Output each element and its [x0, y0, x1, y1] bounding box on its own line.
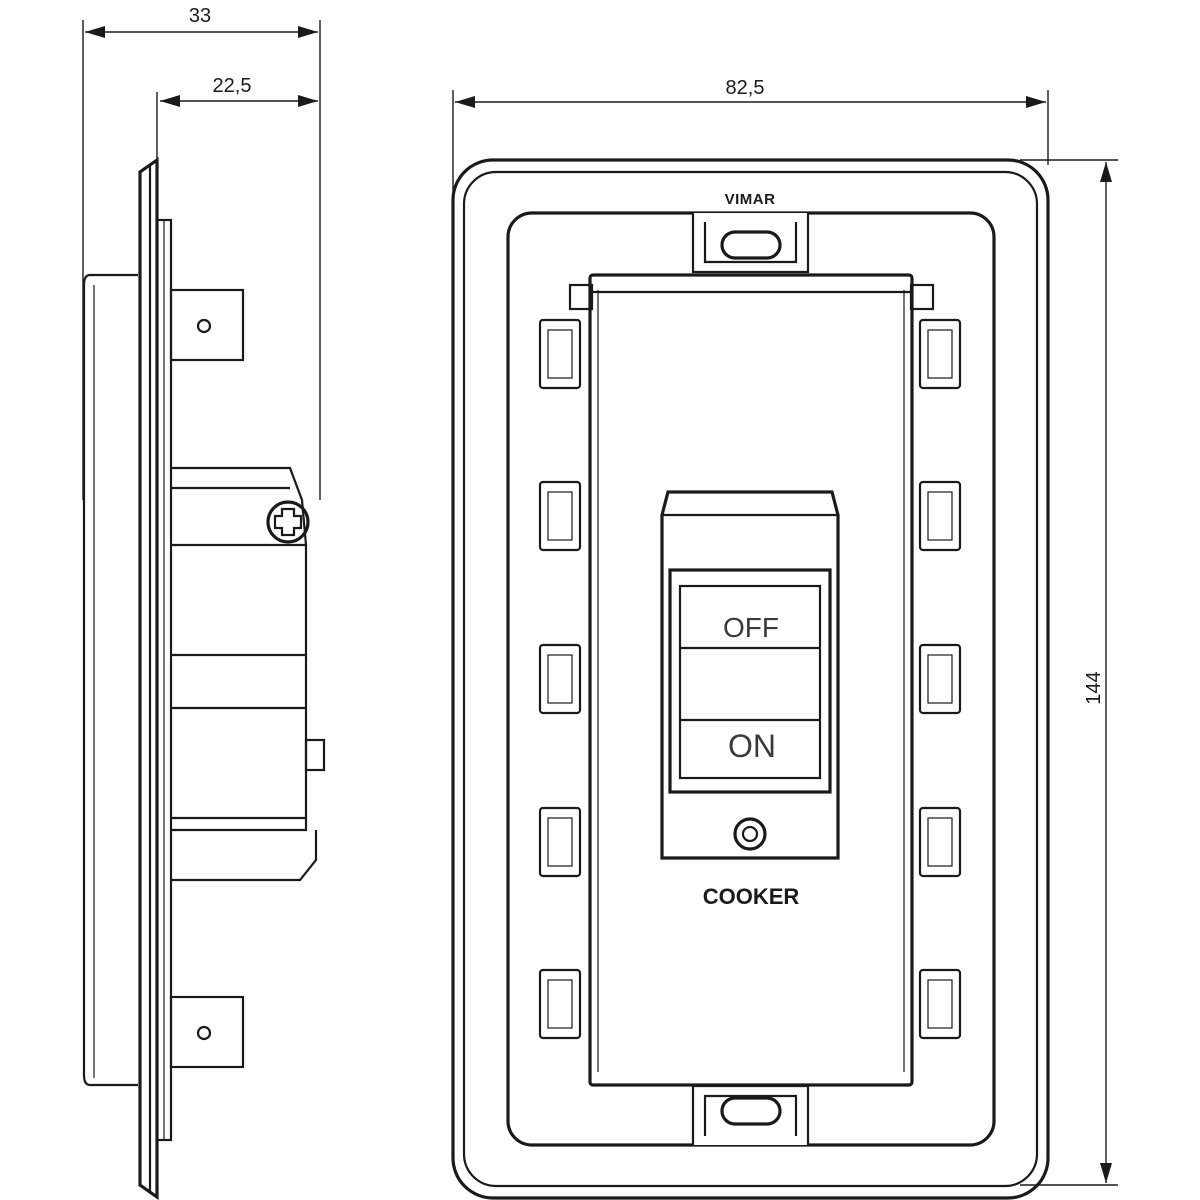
right-clip-column — [918, 318, 962, 1040]
tab-hole — [196, 318, 212, 334]
module-ear-left — [568, 283, 594, 311]
arrow-head — [298, 26, 318, 38]
bracket-inner — [703, 1094, 798, 1136]
side-plate-face — [138, 156, 159, 1200]
dimension-label-22-5: 22,5 — [213, 75, 252, 97]
dimension-label-82-5: 82,5 — [726, 77, 765, 99]
side-mechanism-body — [171, 466, 308, 832]
side-body-bottom — [171, 830, 318, 882]
indicator-lamp-icon — [733, 817, 767, 851]
dimension-33: 33 — [82, 5, 321, 500]
arrow-head — [298, 95, 318, 107]
side-latch — [304, 738, 326, 772]
rocker-inner — [678, 584, 822, 780]
side-bottom-tab — [169, 995, 245, 1069]
dimension-22-5: 22,5 — [156, 75, 318, 170]
clip-window — [547, 817, 573, 867]
dimension-label-33: 33 — [189, 5, 211, 27]
on-label: ON — [728, 728, 776, 764]
bracket-inner — [703, 222, 798, 264]
rocker-paddle[interactable] — [668, 568, 832, 794]
clip-window — [927, 979, 953, 1029]
clip-tab — [918, 318, 962, 390]
side-back-cover — [82, 273, 138, 1087]
dimension-82-5: 82,5 — [452, 77, 1049, 195]
clip-tab — [538, 806, 582, 878]
screw-icon — [266, 500, 310, 544]
off-label: OFF — [723, 612, 779, 643]
dimension-144: 144 — [1020, 159, 1118, 1186]
clip-window — [927, 817, 953, 867]
bracket-outline — [691, 213, 810, 274]
clip-tab — [538, 318, 582, 390]
arrow-head — [1100, 162, 1112, 182]
switch-module — [588, 273, 914, 1087]
clip-tab — [538, 480, 582, 552]
arrow-head — [160, 95, 180, 107]
rocker-housing — [660, 490, 840, 860]
clip-tab — [918, 968, 962, 1040]
clip-tab — [918, 480, 962, 552]
arrow-head — [1100, 1163, 1112, 1183]
screw-cross — [273, 507, 303, 537]
bottom-fixing-bracket — [691, 1084, 810, 1145]
side-view — [82, 156, 326, 1200]
indicator-lamp-center — [741, 825, 759, 843]
device-label: COOKER — [703, 884, 800, 909]
clip-window — [927, 329, 953, 379]
top-fixing-bracket — [691, 213, 810, 274]
module-ear-right — [909, 283, 935, 311]
dimension-label-144: 144 — [1083, 671, 1105, 704]
bracket-outline — [691, 1084, 810, 1145]
tab-hole — [196, 1025, 212, 1041]
left-clip-column — [538, 318, 582, 1040]
clip-window — [927, 491, 953, 541]
arrow-head — [1026, 96, 1046, 108]
clip-tab — [538, 968, 582, 1040]
arrow-head — [85, 26, 105, 38]
arrow-head — [455, 96, 475, 108]
clip-window — [547, 329, 573, 379]
fixing-slot — [720, 230, 782, 260]
fixing-slot — [720, 1096, 782, 1126]
rocker-switch[interactable]: OFF ON — [660, 490, 840, 860]
clip-window — [927, 654, 953, 704]
clip-tab — [538, 643, 582, 715]
clip-window — [547, 654, 573, 704]
clip-window — [547, 979, 573, 1029]
brand-logo: VIMAR — [725, 191, 776, 208]
clip-tab — [918, 806, 962, 878]
side-top-tab — [169, 288, 245, 362]
front-plate-outer — [451, 158, 1050, 1200]
clip-window — [547, 491, 573, 541]
front-view: VIMAR — [451, 158, 1050, 1200]
clip-tab — [918, 643, 962, 715]
front-plate-inner — [462, 170, 1039, 1188]
